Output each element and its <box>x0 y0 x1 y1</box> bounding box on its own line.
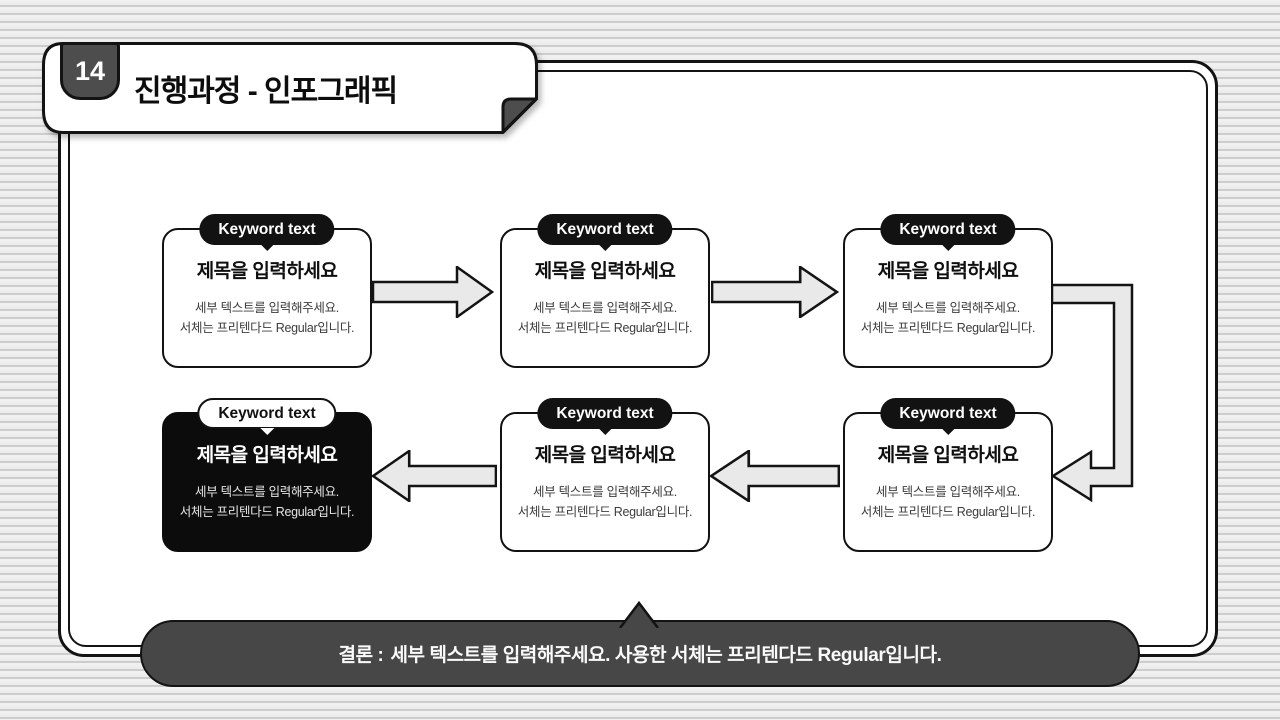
keyword-pill: Keyword text <box>199 214 335 245</box>
keyword-label: Keyword text <box>218 404 316 422</box>
step-title: 제목을 입력하세요 <box>534 261 676 282</box>
page-number-badge: 14 <box>60 42 120 100</box>
process-step-6: Keyword text 제목을 입력하세요 세부 텍스트를 입력해주세요. 서… <box>843 398 1053 552</box>
process-step-5: Keyword text 제목을 입력하세요 세부 텍스트를 입력해주세요. 서… <box>500 398 710 552</box>
step-detail-line2: 서체는 프리텐다드 Regular입니다. <box>517 505 693 520</box>
elbow-connector-arrow-icon <box>1051 283 1134 503</box>
header-tab-shape <box>42 42 538 134</box>
step-detail-line2: 서체는 프리텐다드 Regular입니다. <box>860 505 1036 520</box>
step-detail: 세부 텍스트를 입력해주세요. 서체는 프리텐다드 Regular입니다. <box>517 298 693 339</box>
step-detail-line1: 세부 텍스트를 입력해주세요. <box>195 485 339 499</box>
keyword-label: Keyword text <box>899 404 997 422</box>
step-detail: 세부 텍스트를 입력해주세요. 서체는 프리텐다드 Regular입니다. <box>860 298 1036 339</box>
step-detail-line2: 서체는 프리텐다드 Regular입니다. <box>517 321 693 336</box>
arrow-left-icon <box>371 450 497 502</box>
process-step-3: Keyword text 제목을 입력하세요 세부 텍스트를 입력해주세요. 서… <box>843 214 1053 368</box>
banner-tail-icon <box>619 600 659 628</box>
step-title: 제목을 입력하세요 <box>877 261 1019 282</box>
step-detail: 세부 텍스트를 입력해주세요. 서체는 프리텐다드 Regular입니다. <box>179 482 355 523</box>
arrow-right-icon <box>711 266 839 318</box>
step-title: 제목을 입력하세요 <box>877 445 1019 466</box>
header-tab: 14 진행과정 - 인포그래픽 <box>42 42 538 177</box>
keyword-pill: Keyword text <box>880 214 1016 245</box>
keyword-label: Keyword text <box>899 220 997 238</box>
arrow-left-icon <box>709 450 840 502</box>
step-detail-line1: 세부 텍스트를 입력해주세요. <box>876 301 1020 315</box>
arrow-right-icon <box>372 266 494 318</box>
keyword-pill: Keyword text <box>537 398 673 429</box>
conclusion-prefix: 결론 : <box>338 645 384 666</box>
keyword-pill: Keyword text <box>880 398 1016 429</box>
process-step-1: Keyword text 제목을 입력하세요 세부 텍스트를 입력해주세요. 서… <box>162 214 372 368</box>
conclusion-text: 세부 텍스트를 입력해주세요. 사용한 서체는 프리텐다드 Regular입니다… <box>390 645 942 666</box>
step-detail: 세부 텍스트를 입력해주세요. 서체는 프리텐다드 Regular입니다. <box>860 482 1036 523</box>
step-detail-line2: 서체는 프리텐다드 Regular입니다. <box>179 321 355 336</box>
step-detail-line1: 세부 텍스트를 입력해주세요. <box>533 301 677 315</box>
keyword-label: Keyword text <box>556 220 654 238</box>
step-detail: 세부 텍스트를 입력해주세요. 서체는 프리텐다드 Regular입니다. <box>517 482 693 523</box>
keyword-label: Keyword text <box>556 404 654 422</box>
step-detail-line1: 세부 텍스트를 입력해주세요. <box>195 301 339 315</box>
slide-title: 진행과정 - 인포그래픽 <box>134 75 398 108</box>
step-title: 제목을 입력하세요 <box>196 261 338 282</box>
step-detail-line1: 세부 텍스트를 입력해주세요. <box>533 485 677 499</box>
step-detail-line1: 세부 텍스트를 입력해주세요. <box>876 485 1020 499</box>
keyword-label: Keyword text <box>218 220 316 238</box>
conclusion-banner: 결론 : 세부 텍스트를 입력해주세요. 사용한 서체는 프리텐다드 Regul… <box>140 620 1140 687</box>
keyword-pill: Keyword text <box>537 214 673 245</box>
step-title: 제목을 입력하세요 <box>534 445 676 466</box>
keyword-pill: Keyword text <box>197 398 337 429</box>
process-step-2: Keyword text 제목을 입력하세요 세부 텍스트를 입력해주세요. 서… <box>500 214 710 368</box>
folded-corner-icon <box>501 97 538 134</box>
step-title: 제목을 입력하세요 <box>196 445 338 466</box>
process-step-4: Keyword text 제목을 입력하세요 세부 텍스트를 입력해주세요. 서… <box>162 398 372 552</box>
step-detail-line2: 서체는 프리텐다드 Regular입니다. <box>179 505 355 520</box>
step-detail-line2: 서체는 프리텐다드 Regular입니다. <box>860 321 1036 336</box>
step-detail: 세부 텍스트를 입력해주세요. 서체는 프리텐다드 Regular입니다. <box>179 298 355 339</box>
